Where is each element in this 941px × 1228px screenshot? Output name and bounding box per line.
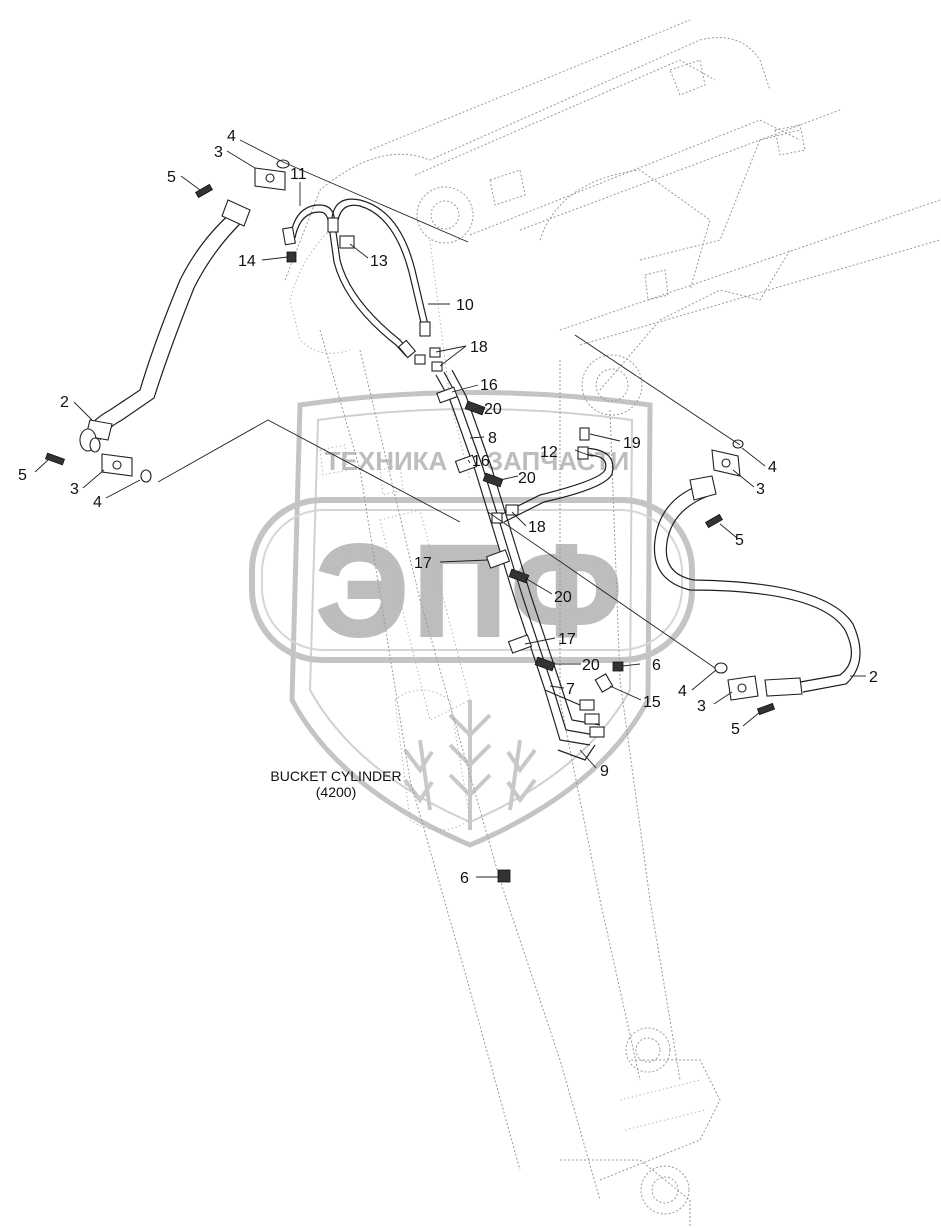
callout-5: 5 xyxy=(18,467,27,484)
callout-9: 9 xyxy=(600,763,609,780)
bolt-5-lower-left xyxy=(45,452,65,466)
hoses-10-11 xyxy=(282,198,443,372)
plug-20-b xyxy=(482,472,504,488)
callout-14: 14 xyxy=(238,253,256,270)
callout-17: 17 xyxy=(558,631,576,648)
callouts: 4 3 5 11 14 13 10 18 16 20 8 2 12 19 16 … xyxy=(18,128,878,887)
callout-17: 17 xyxy=(414,555,432,572)
caption-line1: BUCKET CYLINDER xyxy=(270,768,401,784)
callout-11: 11 xyxy=(290,166,307,183)
callout-3: 3 xyxy=(697,698,706,715)
callout-20: 20 xyxy=(518,470,536,487)
callout-13: 13 xyxy=(370,253,388,270)
callout-12: 12 xyxy=(540,444,558,461)
bolt-5-upper-left xyxy=(195,183,213,199)
callout-4: 4 xyxy=(678,683,687,700)
tube-end-fitting xyxy=(579,699,595,711)
plug-6-upper xyxy=(612,661,624,672)
callout-4: 4 xyxy=(227,128,236,145)
boom-outline xyxy=(284,19,941,1228)
callout-18: 18 xyxy=(470,339,488,356)
callout-4: 4 xyxy=(768,459,777,476)
tube-assembly xyxy=(435,369,605,761)
leader-lines xyxy=(34,139,866,878)
fitting-18-upper-b xyxy=(429,347,441,358)
callout-20: 20 xyxy=(582,657,600,674)
hose-2-left xyxy=(45,159,290,483)
oring-4-upper-left xyxy=(276,159,290,169)
callout-5: 5 xyxy=(167,169,176,186)
plug-6-lower xyxy=(497,869,511,883)
clamp-17-upper xyxy=(485,549,511,569)
callout-16: 16 xyxy=(472,453,490,470)
callout-18: 18 xyxy=(528,519,546,536)
bolt-5-lower-right xyxy=(756,702,776,716)
callout-6: 6 xyxy=(652,657,661,674)
callout-5: 5 xyxy=(731,721,740,738)
callout-8: 8 xyxy=(488,430,497,447)
plug-20-d xyxy=(534,656,556,672)
callout-2: 2 xyxy=(60,394,69,411)
callout-10: 10 xyxy=(456,297,474,314)
callout-3: 3 xyxy=(70,481,79,498)
bucket-cylinder-caption: BUCKET CYLINDER (4200) xyxy=(270,768,401,800)
fitting-13 xyxy=(339,235,355,249)
watermark-line1: ТЕХНИКА xyxy=(325,446,448,476)
caption-line2: (4200) xyxy=(316,784,356,800)
fitting-15 xyxy=(594,673,614,693)
hose-11-end xyxy=(282,226,296,246)
watermark-line2: ЗАПЧАСТИ xyxy=(487,446,630,476)
callout-20: 20 xyxy=(554,589,572,606)
fitting-14 xyxy=(286,251,297,263)
fitting-19 xyxy=(579,427,590,441)
plugs-and-fittings xyxy=(464,400,624,883)
clamp-16-upper xyxy=(436,386,458,404)
callout-6: 6 xyxy=(460,870,469,887)
oring-4-lower-right xyxy=(714,662,728,674)
callout-3: 3 xyxy=(756,481,765,498)
watermark-letters: ЭПФ xyxy=(317,520,627,663)
fitting-18-upper-a xyxy=(414,354,426,365)
callout-19: 19 xyxy=(623,435,641,452)
clamp-17-lower xyxy=(507,634,533,654)
callout-16: 16 xyxy=(480,377,498,394)
oring-4-lower-left xyxy=(140,469,152,483)
clamp-16-lower xyxy=(454,454,478,474)
callout-7: 7 xyxy=(566,681,575,698)
plug-20-a xyxy=(464,400,486,416)
callout-4: 4 xyxy=(93,494,102,511)
callout-15: 15 xyxy=(643,694,661,711)
callout-3: 3 xyxy=(214,144,223,161)
callout-2: 2 xyxy=(869,669,878,686)
watermark-wheat-icon xyxy=(403,700,537,830)
callout-5: 5 xyxy=(735,532,744,549)
bolt-5-upper-right xyxy=(705,513,723,529)
callout-20: 20 xyxy=(484,401,502,418)
fitting-18-lower xyxy=(505,504,519,516)
